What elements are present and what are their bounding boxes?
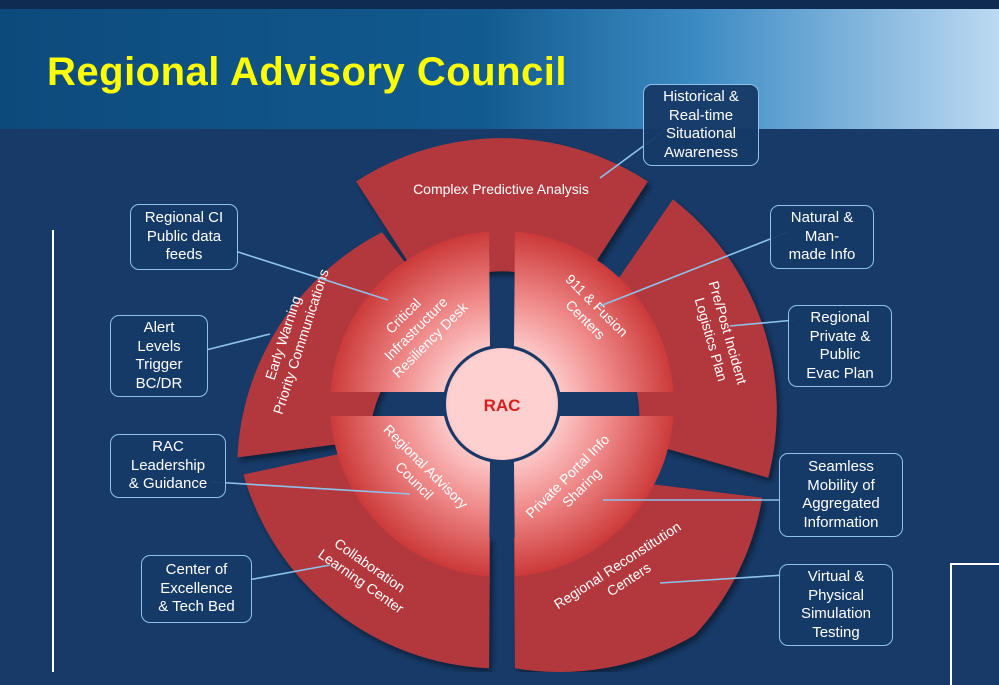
connector-virtual [659,574,786,584]
callout-alert-levels-trigger: Alert Levels Trigger BC/DR [110,315,208,397]
inner-quadrants [330,231,674,577]
page-title: Regional Advisory Council [47,50,567,94]
corner-frame [950,563,999,685]
callout-natural-man-made-info: Natural & Man- made Info [770,205,874,269]
center-hub [446,348,558,460]
callout-rac-leadership-guidance: RAC Leadership & Guidance [110,434,226,498]
callout-virtual-physical-simulation: Virtual & Physical Simulation Testing [779,564,893,646]
top-strip [0,0,999,9]
title-band [0,9,999,129]
callout-regional-evac-plan: Regional Private & Public Evac Plan [788,305,892,387]
left-divider-line [52,230,54,672]
connector-natural [599,231,789,307]
connector-excellence [247,564,331,581]
inner-quadrant-regional-advisory-council [330,416,490,577]
connector-evac [729,319,796,327]
connector-regional-ci [237,251,389,301]
callout-regional-ci-public-data: Regional CI Public data feeds [130,204,238,270]
center-hub-label: RAC [484,396,521,415]
inner-quadrant-critical-infrastructure [330,231,490,392]
callout-seamless-mobility: Seamless Mobility of Aggregated Informat… [779,453,903,537]
connector-alert [205,333,271,351]
outer-segment-logistics-plan [592,199,777,478]
inner-quadrant-private-portal [514,416,674,577]
callout-connectors [205,127,796,584]
callout-historical-situational-awareness: Historical & Real-time Situational Aware… [643,84,759,166]
inner-quadrant-fusion-centers [514,231,674,392]
connector-leadership [211,481,411,495]
outer-label-complex-predictive-analysis: Complex Predictive Analysis [413,181,589,197]
outer-label-line: Complex Predictive Analysis [413,181,589,197]
outer-segment-collaboration-learning [243,447,490,669]
callout-center-of-excellence: Center of Excellence & Tech Bed [141,555,252,623]
